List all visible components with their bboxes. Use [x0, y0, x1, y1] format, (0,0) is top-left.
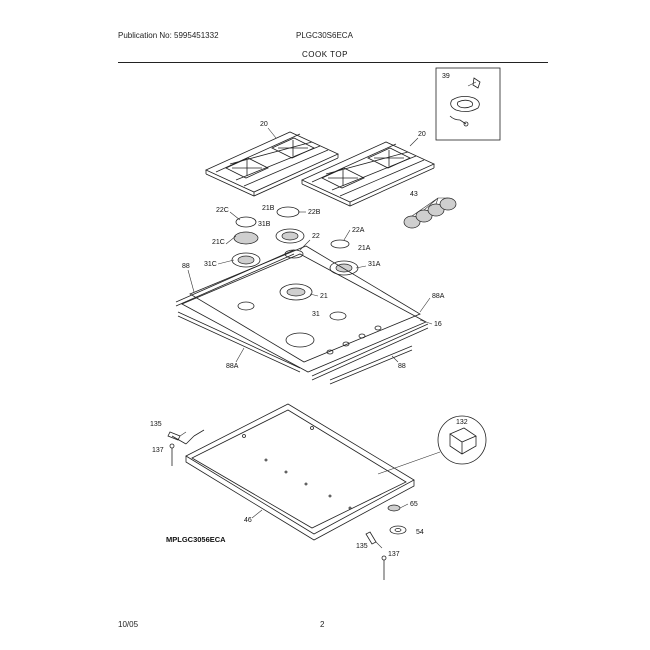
callout-20-left: 20: [260, 121, 268, 128]
callout-31C: 31C: [204, 261, 217, 268]
callout-88-left: 88: [182, 263, 190, 270]
callout-132: 132: [456, 419, 468, 426]
callout-54: 54: [416, 529, 424, 536]
cooktop-16: [181, 245, 427, 373]
inset-box: [435, 67, 501, 141]
spark-module-132: [377, 415, 487, 475]
callout-21C: 21C: [212, 239, 225, 246]
callout-21: 21: [320, 293, 328, 300]
callout-31A: 31A: [368, 261, 381, 268]
model-label: MPLGC3056ECA: [166, 535, 226, 544]
footer-date: 10/05: [118, 620, 139, 629]
callout-137-left: 137: [152, 447, 164, 454]
screw-135-left: [167, 431, 187, 441]
publication-number: Publication No: 5995451332: [118, 31, 219, 40]
grate-right: [301, 141, 435, 207]
callout-22: 22: [312, 233, 320, 240]
callout-65: 65: [410, 501, 418, 508]
callout-22B: 22B: [308, 209, 321, 216]
knobs: [403, 197, 457, 229]
screw-137-bottom: [381, 555, 387, 580]
burner-pan-46: [171, 403, 415, 541]
callout-22A: 22A: [352, 227, 365, 234]
section-title: COOK TOP: [302, 50, 348, 59]
callout-137-bottom: 137: [388, 551, 400, 558]
callout-88A-left: 88A: [226, 363, 239, 370]
callout-22C: 22C: [216, 207, 229, 214]
callout-21B: 21B: [262, 205, 275, 212]
callout-16: 16: [434, 321, 442, 328]
grate-left: [205, 131, 339, 197]
callout-88-bottom: 88: [398, 363, 406, 370]
callout-46: 46: [244, 517, 252, 524]
callout-31: 31: [312, 311, 320, 318]
part-65: [387, 504, 401, 512]
footer-page-number: 2: [320, 620, 325, 629]
screw-135-bottom: [365, 531, 383, 549]
part-54: [389, 525, 407, 535]
callout-88A-right: 88A: [432, 293, 445, 300]
callout-21A: 21A: [358, 245, 371, 252]
trim-strips: [175, 249, 429, 385]
callout-43: 43: [410, 191, 418, 198]
burner-caps-and-heads: [231, 206, 359, 301]
screw-137-left: [169, 443, 175, 466]
callout-135: 135: [150, 421, 162, 428]
callout-31B: 31B: [258, 221, 271, 228]
header-rule: [118, 62, 548, 63]
callout-20-right: 20: [418, 131, 426, 138]
callout-39: 39: [442, 73, 450, 80]
model-number: PLGC30S6ECA: [296, 31, 353, 40]
callout-135-bottom: 135: [356, 543, 368, 550]
